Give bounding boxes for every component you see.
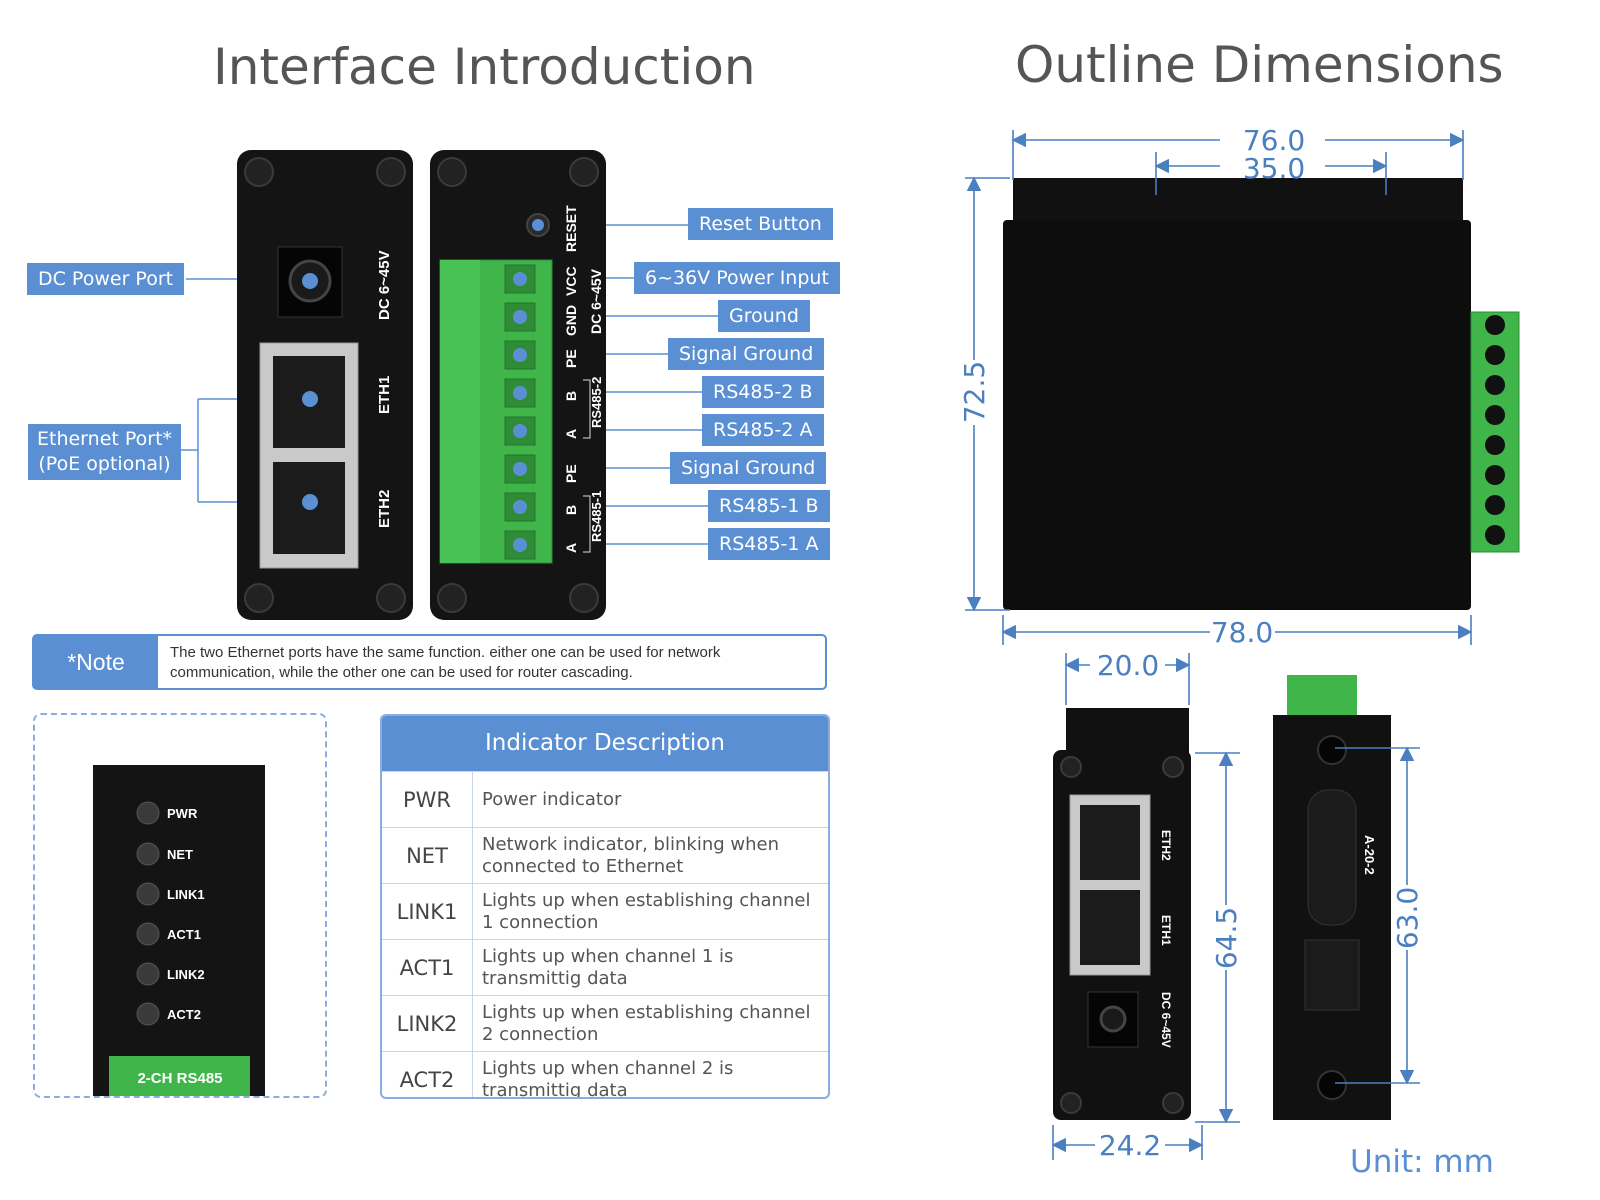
dc-power-port-label: DC Power Port [27,263,185,295]
side-model-text: A-20-2 [1362,835,1377,875]
note-box: *Note The two Ethernet ports have the sa… [32,634,827,690]
reset-text: RESET [563,205,579,252]
signal-ground-label-1: Signal Ground [668,338,825,370]
indicator-key: PWR [382,772,473,827]
led-label-pwr: PWR [167,806,198,821]
dim-35: 35.0 [1243,152,1305,185]
table-row: LINK2 Lights up when establishing channe… [382,995,828,1051]
indicator-desc: Lights up when establishing channel 1 co… [482,889,811,933]
device-side-view-front: ETH2 ETH1 DC 6~45V [1053,708,1191,1120]
rs485-2b-label: RS485-2 B [702,376,824,408]
ethernet-port-label: Ethernet Port* (PoE optional) [28,424,182,480]
led-label-link1: LINK1 [167,887,205,902]
ethernet-port-label-line1: Ethernet Port* [37,428,173,450]
dc-text: DC 6~45V [588,268,604,334]
indicator-key: NET [382,828,473,883]
unit-label: Unit: mm [1350,1144,1494,1180]
outline-title: Outline Dimensions [1015,36,1504,94]
led-label-act1: ACT1 [167,927,201,942]
side-eth2-text: ETH2 [1159,830,1173,861]
led-label-net: NET [167,847,193,862]
indicator-desc: Network indicator, blinking when connect… [482,833,779,877]
eth1-text: ETH1 [376,376,393,414]
indicator-key: LINK1 [382,884,473,939]
dim-78: 78.0 [1211,616,1273,649]
device-top-view [1003,178,1520,610]
power-input-label: 6~36V Power Input [634,262,840,294]
table-row: ACT2 Lights up when channel 2 is transmi… [382,1051,828,1099]
rs485-2a-label: RS485-2 A [702,414,824,446]
led-label-act2: ACT2 [167,1007,201,1022]
indicator-desc: Lights up when establishing channel 2 co… [482,1001,811,1045]
table-row: ACT1 Lights up when channel 1 is transmi… [382,939,828,995]
a1-text: A [563,543,579,553]
vcc-text: VCC [563,266,579,296]
rs485-1a-label: RS485-1 A [708,528,830,560]
ethernet-port-label-line2: (PoE optional) [38,453,171,475]
dim-72-5: 72.5 [958,361,991,423]
dim-64-5: 64.5 [1210,907,1243,969]
indicator-key: LINK2 [382,996,473,1051]
indicator-table: Indicator Description PWR Power indicato… [380,714,830,1099]
side-dc-text: DC 6~45V [1159,992,1173,1048]
indicator-desc: Power indicator [482,788,622,810]
indicator-desc: Lights up when channel 2 is transmittig … [482,1057,734,1099]
led-label-link2: LINK2 [167,967,205,982]
dim-24-2: 24.2 [1099,1129,1161,1162]
rs485-2-text: RS485-2 [589,377,604,428]
device-side-view-rear: A-20-2 [1273,675,1391,1120]
pe-top-text: PE [563,349,579,368]
device-front-right: RESET VCC GND DC 6~45V PE B A RS485-2 PE… [430,150,606,620]
b1-text: B [563,505,579,515]
device-front-left: DC 6~45V ETH1 ETH2 [237,150,413,620]
note-heading: *Note [34,636,158,688]
led-panel-box: PWR NET LINK1 ACT1 LINK2 ACT2 2-CH RS485 [33,713,327,1098]
led-panel-image: PWR NET LINK1 ACT1 LINK2 ACT2 2-CH RS485 [93,765,265,1096]
eth2-text: ETH2 [376,490,393,528]
table-row: PWR Power indicator [382,771,828,827]
rs485-1-text: RS485-1 [589,491,604,542]
indicator-desc: Lights up when channel 1 is transmittig … [482,945,734,989]
interface-diagram: DC 6~45V ETH1 ETH2 RESET VCC GND DC [180,150,718,620]
table-row: NET Network indicator, blinking when con… [382,827,828,883]
gnd-text: GND [563,305,579,336]
ground-label: Ground [718,300,810,332]
led-panel-badge: 2-CH RS485 [137,1070,222,1087]
signal-ground-label-2: Signal Ground [670,452,827,484]
side-eth1-text: ETH1 [1159,915,1173,946]
pe-bottom-text: PE [563,464,579,483]
dc-jack-text: DC 6~45V [376,250,393,320]
table-row: LINK1 Lights up when establishing channe… [382,883,828,939]
dim-76: 76.0 [1243,124,1305,157]
dim-63: 63.0 [1391,887,1424,949]
reset-button-label: Reset Button [688,208,833,240]
indicator-heading: Indicator Description [382,716,828,771]
outline-dimensions-diagram: 76.0 35.0 72.5 78.0 ETH2 ETH1 DC 6~45V A… [958,124,1520,1162]
indicator-key: ACT1 [382,940,473,995]
a2-text: A [563,429,579,439]
b2-text: B [563,391,579,401]
rs485-1b-label: RS485-1 B [708,490,830,522]
interface-title: Interface Introduction [213,38,756,96]
dim-20: 20.0 [1097,649,1159,682]
note-text: The two Ethernet ports have the same fun… [170,644,721,681]
indicator-key: ACT2 [382,1052,473,1097]
